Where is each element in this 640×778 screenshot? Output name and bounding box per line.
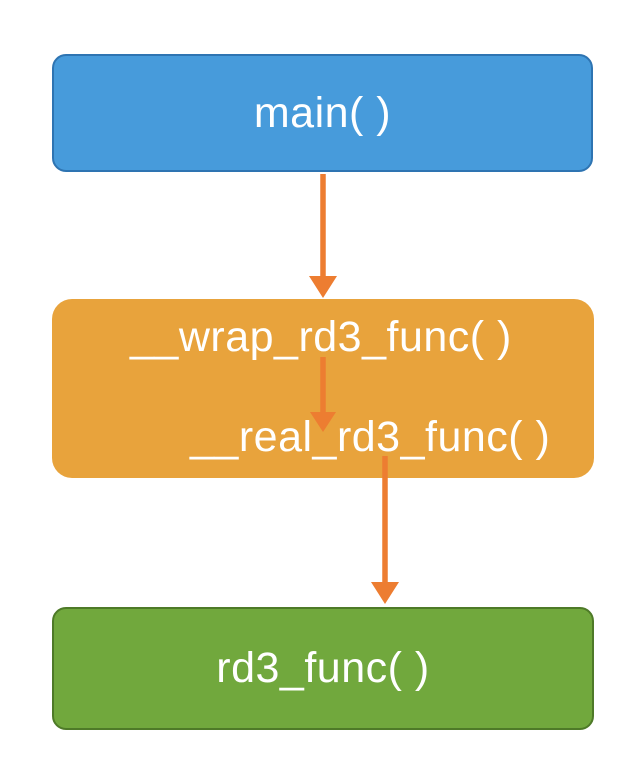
node-rd3-label: rd3_func( ) [216, 644, 430, 692]
node-wrap-real: __wrap_rd3_func( ) __real_rd3_func( ) [52, 299, 594, 478]
arrow-real-to-rd3-icon [371, 456, 399, 604]
node-main: main( ) [52, 54, 593, 172]
node-real-label: __real_rd3_func( ) [190, 413, 551, 461]
node-main-label: main( ) [253, 88, 392, 137]
node-wrap-label: __wrap_rd3_func( ) [130, 313, 512, 361]
arrow-main-to-wrap-icon [309, 174, 337, 298]
node-rd3: rd3_func( ) [52, 607, 594, 730]
